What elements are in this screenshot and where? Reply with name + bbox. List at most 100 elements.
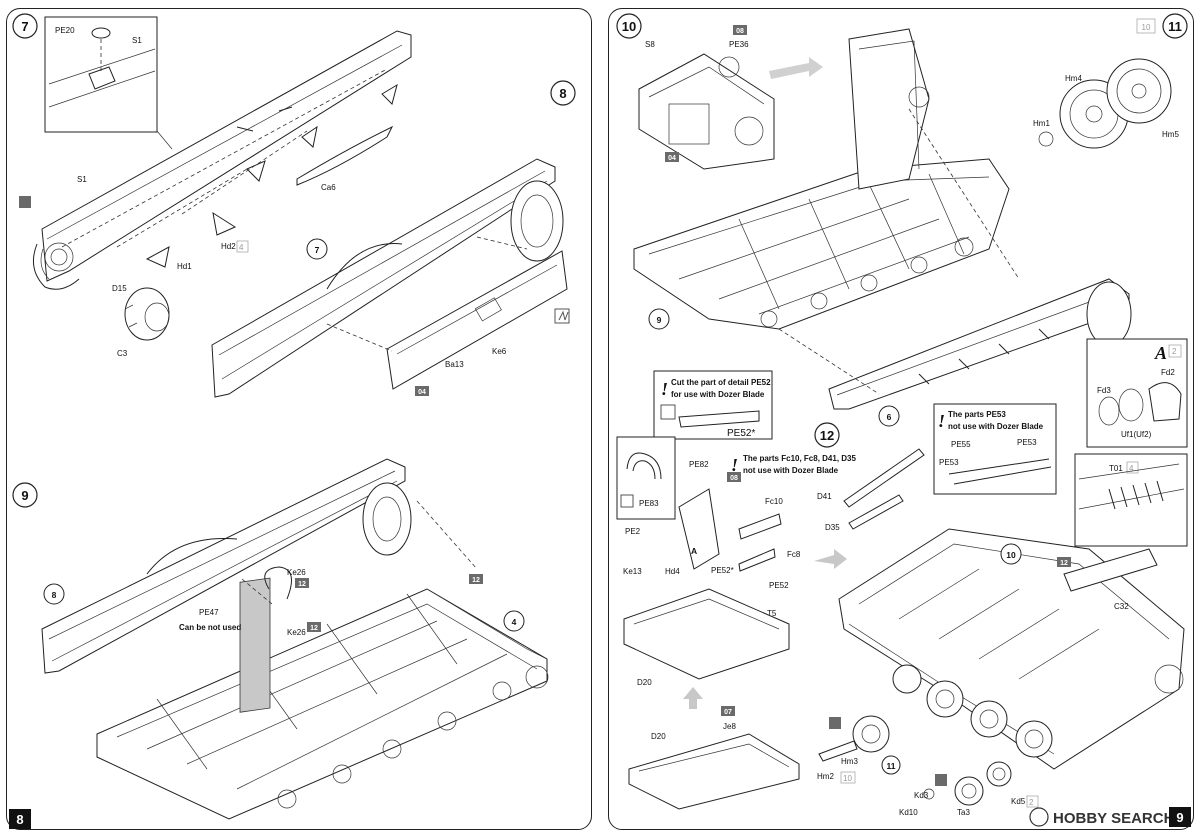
road-wheels-hm4-hm5 [1038,58,1172,149]
hobby-search-logo-icon [1029,807,1049,827]
glue-icon-sprocket [935,774,947,786]
part-hm2-wheel [852,715,890,753]
warning-icon-pe53: ! [938,411,945,431]
label-hd2: Hd2 [221,242,236,251]
label-ke26-a: Ke26 [287,568,306,577]
up-arrow [683,687,703,709]
label-hm2: Hm2 [817,772,834,781]
part-pe47 [239,577,271,713]
label-pe20: PE20 [55,26,75,35]
ref-step-8: 8 [52,590,57,600]
label-hm1: Hm1 [1033,119,1050,128]
sprue-tag-12c [469,574,483,584]
label-pe82: PE82 [689,460,709,469]
note-pe53-line2: not use with Dozer Blade [948,422,1044,431]
step-12-badge [814,422,840,448]
qty-hd2: 4 [239,243,244,252]
direction-arrow [769,57,823,79]
label-s1-inset: S1 [132,36,142,45]
label-pe53b: PE53 [939,458,959,467]
label-pe52star: PE52* [727,428,755,439]
ref-step-9-badge [648,308,670,330]
detail-inset-t01 [1074,453,1188,547]
part-sprocket-assembly [923,761,1012,806]
label-kd10: Kd10 [899,808,918,817]
detail-inset-a [1086,338,1188,448]
label-hd1: Hd1 [177,262,192,271]
sprue-12r: 12 [1060,560,1068,567]
step-7-badge [12,13,38,39]
part-c3-hub [124,287,170,341]
label-s1: S1 [77,175,87,184]
part-c32 [1063,548,1158,592]
label-pe52star2: PE52* [711,566,734,575]
sprue-tag-12r [1057,557,1071,567]
step-9-badge [12,482,38,508]
sprue-tag-07 [721,706,735,716]
ref-step-9: 9 [657,315,662,325]
hull-step10 [633,28,1132,410]
part-ca6 [296,125,394,186]
right-page-artwork: 10 11 10 S8 PE36 08 04 9 [616,13,1191,827]
label-a-small: A [691,546,697,556]
label-hm3: Hm3 [841,757,858,766]
sprue-tag-04 [415,386,429,396]
ref-step-6: 6 [887,412,892,422]
label-je8: Je8 [723,722,736,731]
right-arrow [814,549,847,569]
left-page-artwork: 7 PE20 S1 8 S1 Ca6 Hd2 4 Hd1 D15 C3 [9,13,576,829]
ref-step-4: 4 [512,617,517,627]
sprue-08: 08 [736,28,744,35]
step-9-number: 9 [21,488,28,503]
sprue-tag-04r [665,152,679,162]
label-uf1: Uf1(Uf2) [1121,430,1152,439]
glue-icon-hm [829,717,841,729]
label-hd4: Hd4 [665,567,680,576]
warning-icon: ! [661,379,668,399]
label-d41: D41 [817,492,832,501]
label-fc8: Fc8 [787,550,801,559]
label-hm5: Hm5 [1162,130,1179,139]
warning-icon-fc: ! [731,455,738,475]
label-ke13: Ke13 [623,567,642,576]
glue-icon [19,196,31,208]
qty-hm: 10 [843,774,852,783]
label-t01: T01 [1109,464,1123,473]
part-ke26 [264,566,292,600]
ref-step-6-badge [878,405,900,427]
label-kd5: Kd5 [1011,797,1026,806]
ref-step-11-badge [881,755,901,775]
side-plate-s1 [32,30,412,290]
label-kd3: Kd3 [914,791,929,800]
sprue-tag-12b [307,622,321,632]
sprue-12c: 12 [472,577,480,584]
hull-step12 [838,528,1185,770]
sprue-12b: 12 [310,625,318,632]
sprue-04r: 04 [668,155,676,162]
label-pe55: PE55 [951,440,971,449]
ref-step-7-badge [306,238,328,260]
part-d41 [843,448,925,508]
part-hd2-cone [212,211,237,236]
ref-step-11: 11 [887,761,896,771]
step-10-number: 10 [622,19,636,34]
step-10-badge [616,13,642,39]
page-number-left: 8 [16,812,23,827]
sprue-tag-12a [295,578,309,588]
step-8-number: 8 [559,86,566,101]
ref-step-7: 7 [315,245,320,255]
label-c32: C32 [1114,602,1129,611]
part-ba13-panel [386,250,568,390]
note-fc-line1: The parts Fc10, Fc8, D41, D35 [743,454,856,463]
qty-kd5: 2 [1029,798,1034,807]
instruction-page-left: 7 PE20 S1 8 S1 Ca6 Hd2 4 Hd1 D15 C3 [6,8,592,830]
note-pe53-line1: The parts PE53 [948,410,1006,419]
label-fc10: Fc10 [765,497,783,506]
note-pe52-line1: Cut the part of detail PE52 [671,378,771,387]
ref-step-8-badge [43,583,65,605]
side-plate-step9 [41,458,412,674]
sprue-tag-08 [733,25,747,35]
part-pe36 [718,56,740,78]
label-ke26-b: Ke26 [287,628,306,637]
label-d20a: D20 [637,678,652,687]
